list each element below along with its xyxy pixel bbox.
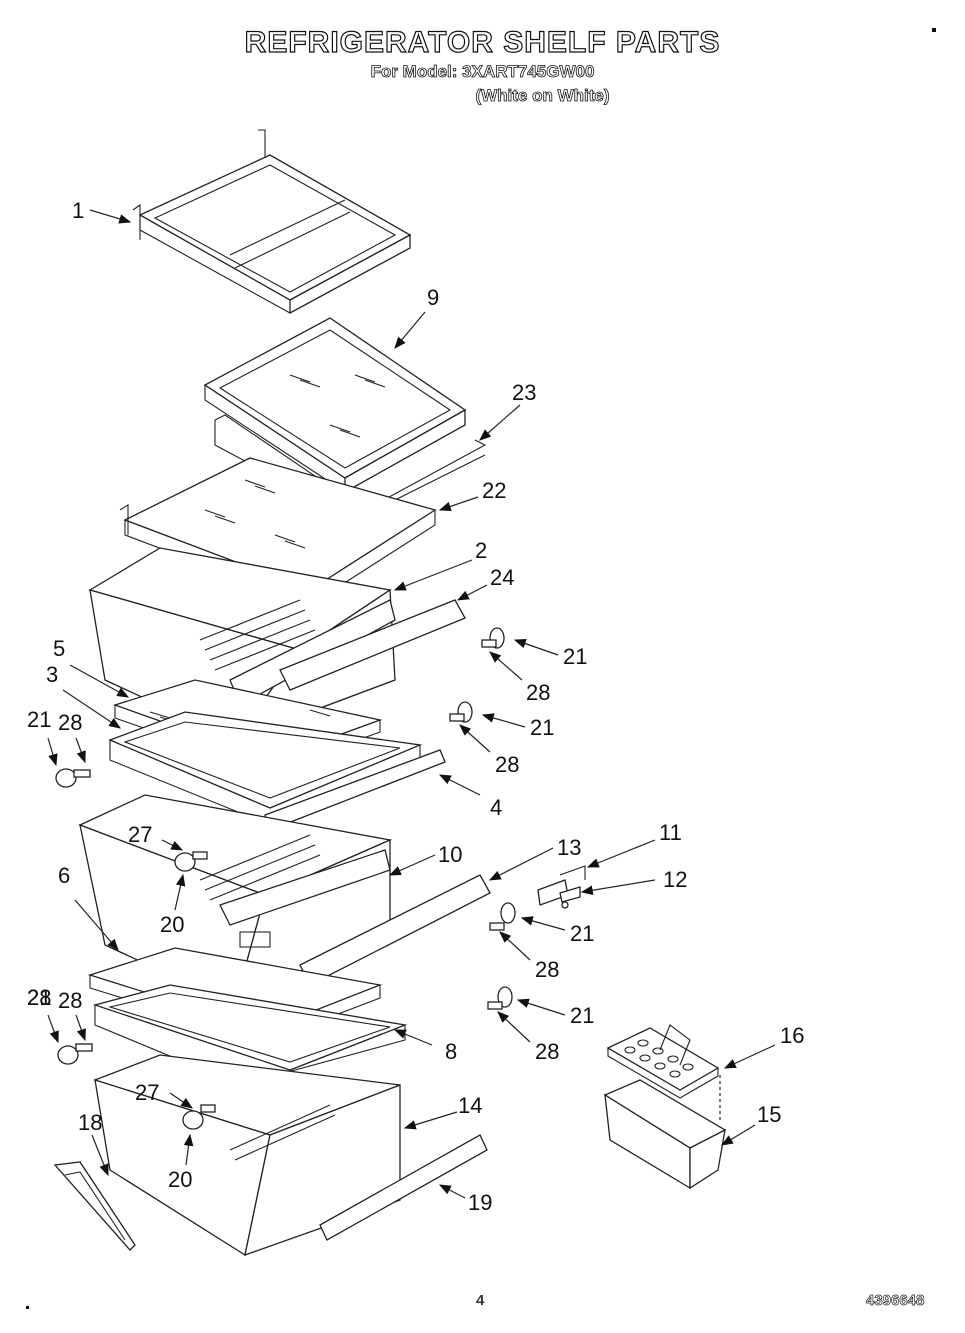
diagram-title: REFRIGERATOR SHELF PARTS bbox=[244, 25, 721, 59]
callout-28: 28 bbox=[495, 752, 519, 777]
callout-22: 22 bbox=[482, 478, 506, 503]
page-number: 4 bbox=[476, 1292, 485, 1309]
screw-21-28-c bbox=[55, 768, 91, 788]
color-variant: (White on White) bbox=[475, 86, 610, 106]
callout-28: 28 bbox=[535, 1039, 559, 1064]
screw-21-28-b bbox=[449, 701, 473, 723]
callout-21: 21 bbox=[570, 921, 594, 946]
callout-21: 21 bbox=[27, 985, 51, 1010]
callout-19: 19 bbox=[468, 1190, 492, 1215]
callout-28: 28 bbox=[535, 957, 559, 982]
callout-27: 27 bbox=[135, 1080, 159, 1105]
screw-21-28-d bbox=[489, 902, 516, 931]
callout-21: 21 bbox=[563, 644, 587, 669]
part-19-rod bbox=[319, 1134, 488, 1241]
callout-28: 28 bbox=[58, 988, 82, 1013]
callout-6: 6 bbox=[58, 863, 70, 888]
callout-5: 5 bbox=[53, 636, 65, 661]
callout-18: 18 bbox=[78, 1110, 102, 1135]
callout-16: 16 bbox=[780, 1023, 804, 1048]
screw-27-20-b bbox=[182, 1104, 216, 1130]
part-18-label-frame bbox=[53, 1161, 136, 1251]
callout-21: 21 bbox=[27, 707, 51, 732]
callout-28: 28 bbox=[27, 985, 51, 1010]
callout-14: 14 bbox=[458, 1093, 482, 1118]
callout-24: 24 bbox=[490, 565, 514, 590]
part-1-shelf-frame bbox=[132, 129, 412, 315]
callout-11: 11 bbox=[659, 820, 682, 845]
callout-15: 15 bbox=[757, 1102, 781, 1127]
callout-20: 20 bbox=[168, 1167, 192, 1192]
callout-1: 1 bbox=[72, 198, 84, 223]
callout-9: 9 bbox=[427, 285, 439, 310]
callout-labels: 1 9 23 22 2 24 21 28 5 3 21 28 21 28 4 2… bbox=[27, 198, 804, 1215]
callout-21: 21 bbox=[530, 715, 554, 740]
leader-lines bbox=[47, 209, 776, 1199]
part-24-rod bbox=[279, 599, 466, 691]
callout-23: 23 bbox=[512, 380, 536, 405]
part-16-egg-tray bbox=[606, 1024, 720, 1099]
callout-21: 21 bbox=[570, 1003, 594, 1028]
callout-20: 20 bbox=[160, 912, 184, 937]
part-11-12-latch bbox=[537, 865, 586, 909]
callout-28: 28 bbox=[58, 710, 82, 735]
part-15-egg-bin bbox=[603, 1079, 727, 1190]
model-number: For Model: 3XART745GW00 bbox=[370, 62, 595, 82]
callout-3: 3 bbox=[46, 662, 58, 687]
callout-28: 28 bbox=[526, 680, 550, 705]
screw-27-20-a bbox=[174, 851, 208, 872]
corner-mark bbox=[932, 28, 936, 32]
callout-4: 4 bbox=[490, 795, 502, 820]
callout-10: 10 bbox=[438, 842, 462, 867]
callout-2: 2 bbox=[475, 538, 487, 563]
document-code: 4396648 bbox=[866, 1292, 925, 1310]
part-8-shelf bbox=[87, 947, 408, 1086]
callout-12: 12 bbox=[663, 867, 687, 892]
corner-mark bbox=[26, 1306, 29, 1309]
callout-27: 27 bbox=[128, 822, 152, 847]
part-22-glass-shelf bbox=[119, 457, 437, 606]
screw-assemblies bbox=[55, 627, 516, 1130]
callout-8: 8 bbox=[445, 1039, 457, 1064]
part-9-glass-shelf bbox=[203, 317, 467, 494]
screw-21-28-f bbox=[57, 1043, 93, 1065]
callout-13: 13 bbox=[557, 835, 581, 860]
screw-21-28-a bbox=[481, 627, 505, 649]
screw-21-28-e bbox=[487, 986, 513, 1010]
